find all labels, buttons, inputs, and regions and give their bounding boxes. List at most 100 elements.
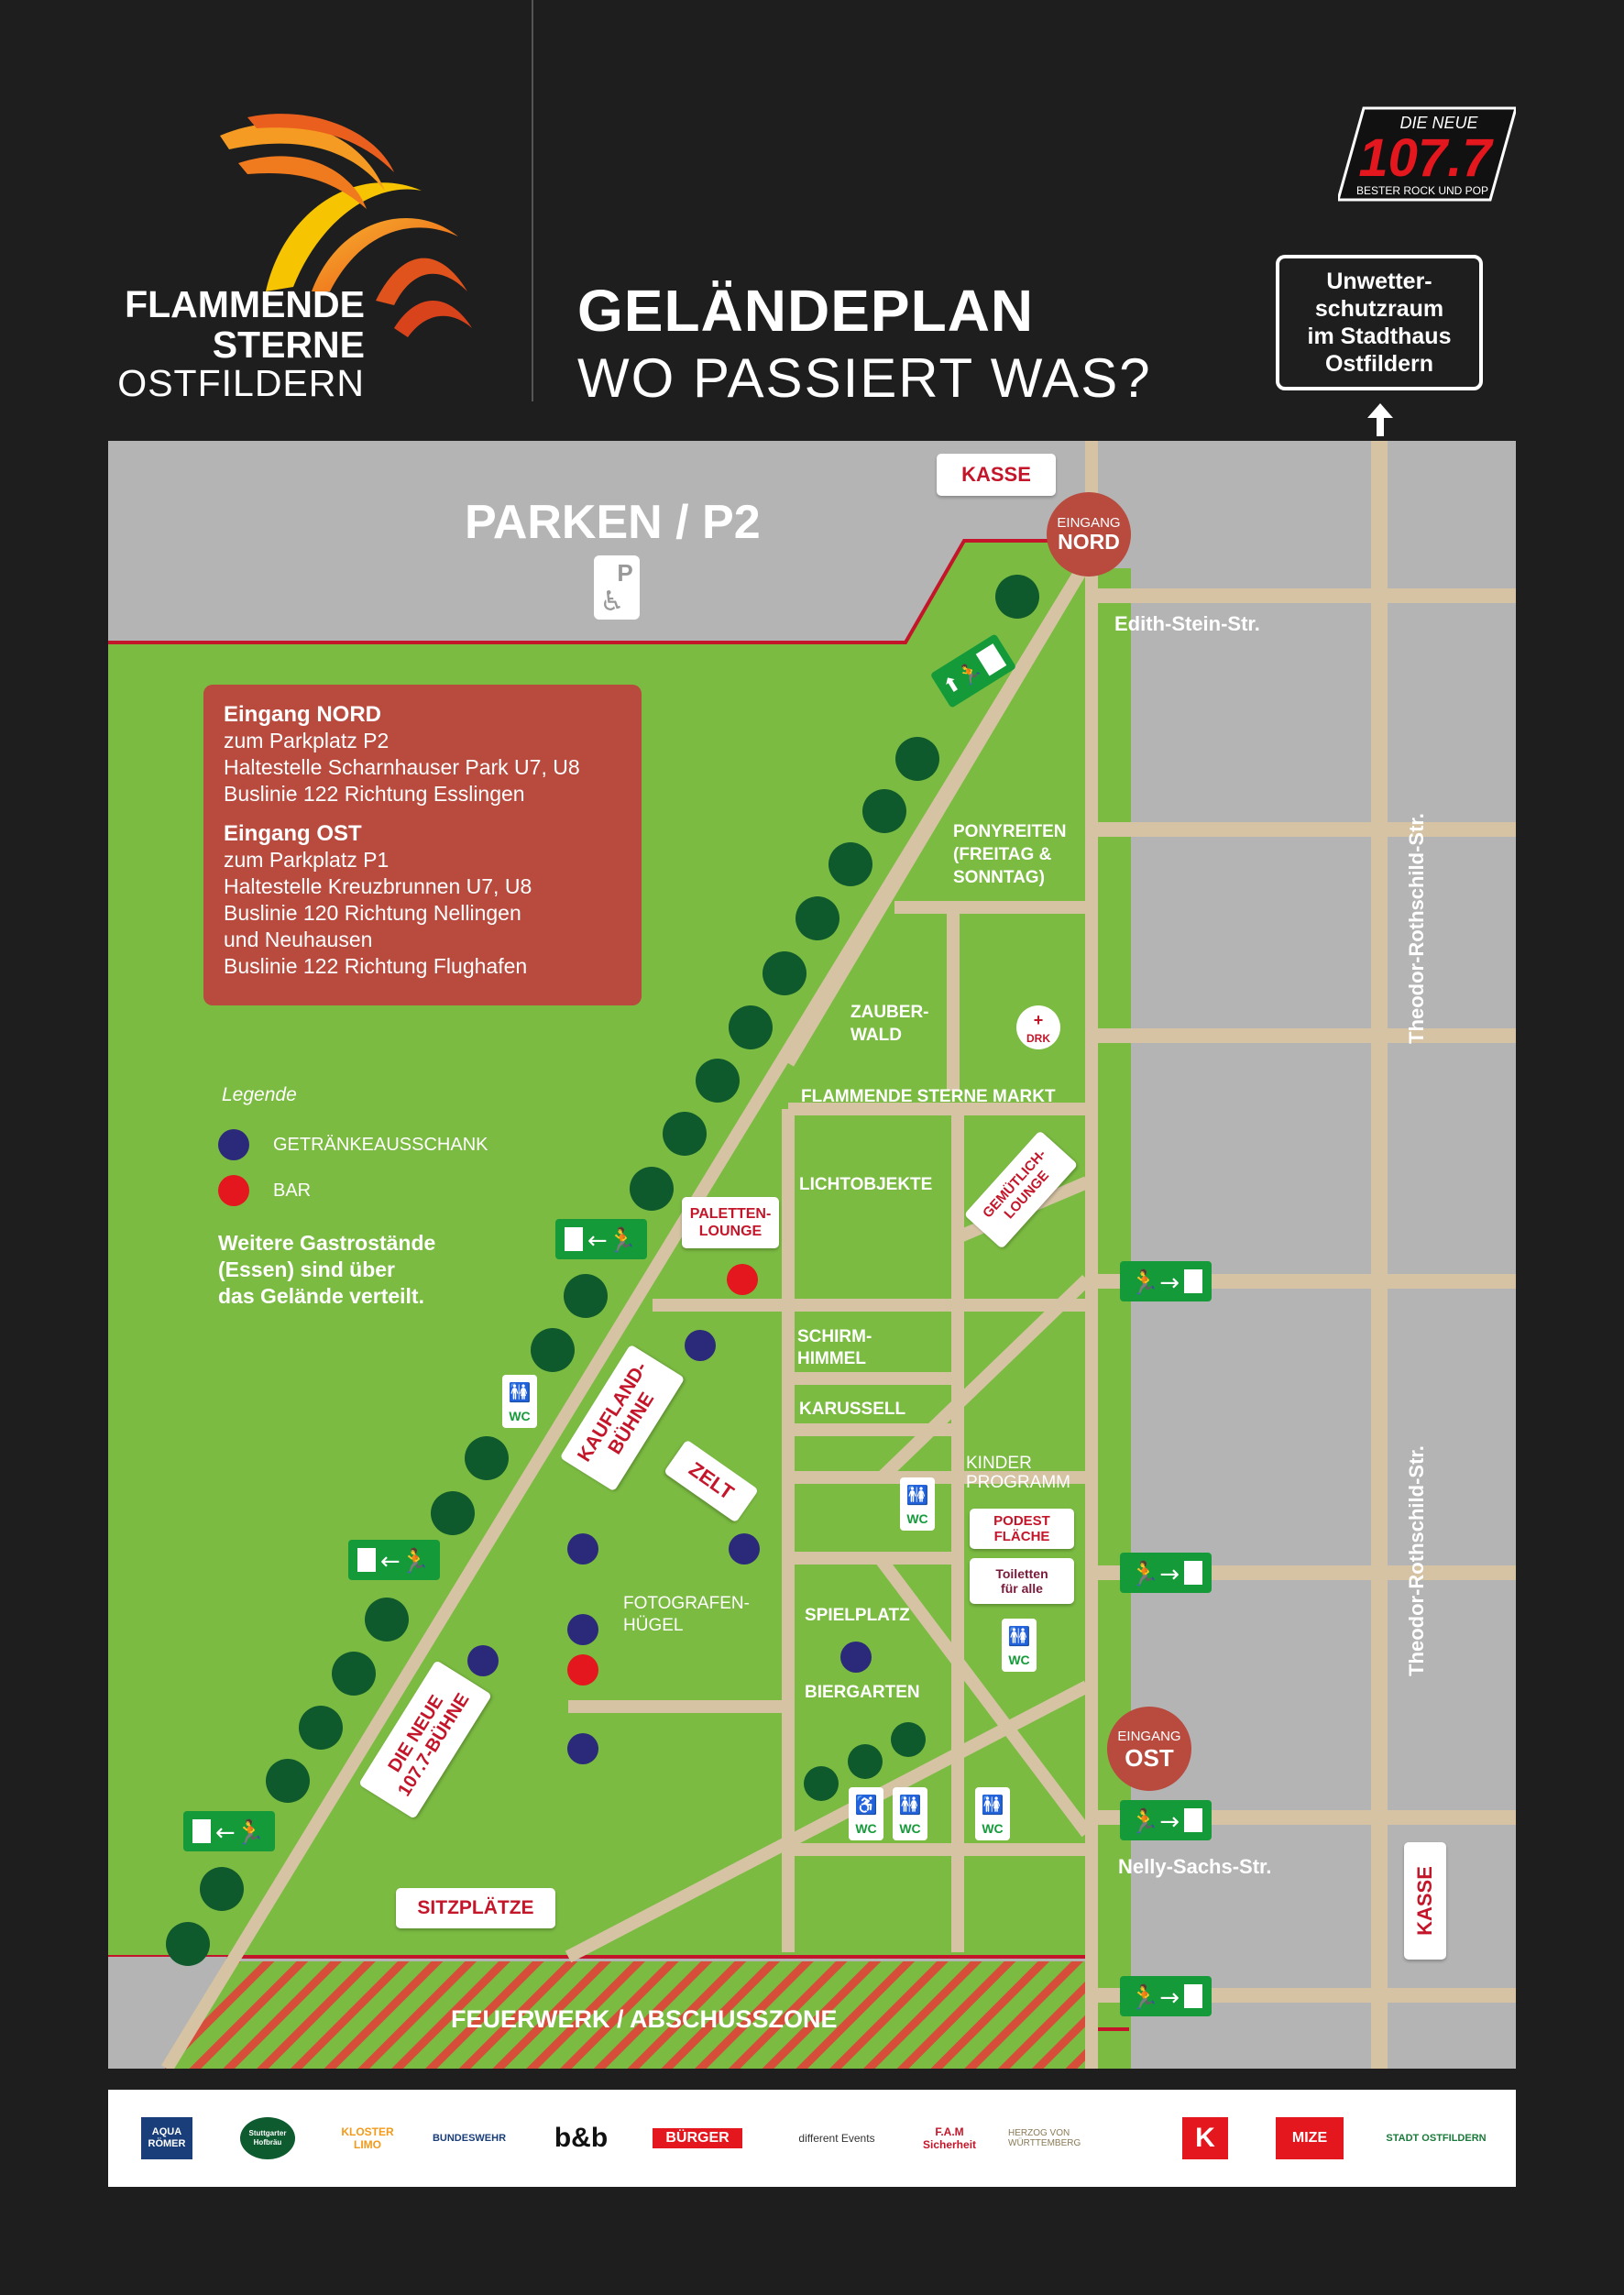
- entrance-north-small: EINGANG: [1057, 515, 1121, 531]
- svg-text:🏃→: 🏃→: [1130, 1807, 1180, 1836]
- wc-label: WC: [906, 1511, 927, 1526]
- legend-bar-dot: [218, 1175, 249, 1206]
- svg-text:🏃→: 🏃→: [1130, 1983, 1180, 2012]
- area-fotografenhuegel: FOTOGRAFEN- HÜGEL: [623, 1594, 750, 1635]
- wc-label: WC: [855, 1821, 876, 1836]
- area-biergarten: BIERGARTEN: [805, 1683, 920, 1702]
- svg-text:←🏃: ←🏃: [587, 1226, 637, 1255]
- sign-podest-flaeche: PODEST FLÄCHE: [970, 1509, 1074, 1549]
- svg-text:🏃→: 🏃→: [1130, 1560, 1180, 1588]
- sponsor-aqua-roemer: AQUA RÖMER: [141, 2117, 192, 2159]
- wc-label: WC: [899, 1821, 920, 1836]
- parking-sign-icon: P ♿: [594, 555, 640, 620]
- radio-top: DIE NEUE: [1399, 114, 1478, 132]
- toiletten-label: Toiletten für alle: [995, 1566, 1048, 1596]
- header-divider: [532, 0, 533, 401]
- info-east-line: und Neuhausen: [224, 928, 373, 951]
- info-north-line: zum Parkplatz P2: [224, 729, 390, 752]
- parking-letter: P: [617, 559, 632, 587]
- paletten-label: PALETTEN- LOUNGE: [689, 1206, 772, 1239]
- storm-shelter-sign: Unwetter- schutzraum im Stadthaus Ostfil…: [1276, 255, 1483, 390]
- sponsor-fam: F.A.M Sicherheit: [923, 2125, 977, 2151]
- sign-paletten-lounge: PALETTEN- LOUNGE: [682, 1197, 779, 1248]
- sponsor-different-events: different Events: [798, 2132, 875, 2145]
- info-east-head: Eingang OST: [224, 821, 362, 846]
- street-edith-stein: Edith-Stein-Str.: [1114, 612, 1260, 635]
- legend-drinks-dot: [218, 1129, 249, 1160]
- logo-line3: OSTFILDERN: [117, 362, 365, 404]
- area-schirmhimmel: SCHIRM- HIMMEL: [797, 1327, 872, 1368]
- grounds-boundary: [108, 539, 1092, 1959]
- kasse-top-label: KASSE: [961, 463, 1031, 486]
- festival-map: ⬆🏃 ←🏃 ←🏃 ←🏃 🏃→ 🏃→ 🏃→ 🏃→ 🚻WC 🚻WC 🚻WC ♿WC …: [108, 441, 1516, 2069]
- logo-text: FLAMMENDE STERNE: [108, 284, 365, 365]
- svg-text:🚻: 🚻: [982, 1794, 1004, 1816]
- info-east-line: zum Parkplatz P1: [224, 848, 390, 872]
- sponsor-bundeswehr: BUNDESWEHR: [432, 2133, 507, 2144]
- info-north-line: Buslinie 122 Richtung Esslingen: [224, 782, 525, 806]
- sponsor-bb: b&b: [554, 2123, 609, 2153]
- fireworks-label: FEUERWERK / ABSCHUSSZONE: [451, 2005, 838, 2033]
- festival-paths: [161, 557, 1093, 2069]
- area-ponyreiten: PONYREITEN (FREITAG & SONNTAG): [953, 822, 1067, 887]
- sponsor-herzog: HERZOG VON WÜRTTEMBERG: [1008, 2128, 1081, 2148]
- wc-label: WC: [982, 1821, 1003, 1836]
- sitzplaetze-label: SITZPLÄTZE: [417, 1897, 534, 1918]
- legend-title: Legende: [222, 1084, 297, 1105]
- svg-text:♿: ♿: [600, 586, 625, 618]
- info-east-line: Haltestelle Kreuzbrunnen U7, U8: [224, 874, 532, 898]
- sponsor-buerger: BÜRGER: [653, 2128, 742, 2148]
- sign-sitzplaetze: SITZPLÄTZE: [396, 1888, 555, 1928]
- logo-line2: STERNE: [212, 324, 365, 366]
- legend-note: Weitere Gastrostände (Essen) sind über d…: [218, 1231, 436, 1308]
- exit-sign: ⬆🏃: [931, 634, 1015, 708]
- sponsor-kaufland: K: [1182, 2117, 1228, 2159]
- street-theodor-2: Theodor-Rothschild-Str.: [1405, 1445, 1428, 1676]
- kasse-right-sign: KASSE: [1404, 1842, 1446, 1960]
- sponsor-mize: MIZE: [1276, 2117, 1344, 2159]
- exit-signs-east: 🏃→ 🏃→ 🏃→ 🏃→: [1120, 1261, 1212, 2016]
- page-subtitle: WO PASSIERT WAS?: [577, 347, 1152, 409]
- entrance-east-small: EINGANG: [1117, 1729, 1181, 1744]
- drk-icon: + DRK: [1016, 1005, 1060, 1049]
- legend-drinks-label: GETRÄNKEAUSSCHANK: [273, 1135, 488, 1155]
- wc-label: WC: [509, 1409, 530, 1423]
- svg-text:🚻: 🚻: [509, 1381, 532, 1403]
- logo-line1: FLAMMENDE: [125, 283, 365, 325]
- drk-label: DRK: [1026, 1032, 1050, 1045]
- svg-text:🚻: 🚻: [899, 1794, 922, 1816]
- area-karussell: KARUSSELL: [799, 1400, 906, 1419]
- info-east-line: Buslinie 120 Richtung Nellingen: [224, 901, 521, 925]
- sponsor-kloster-limo: KLOSTER LIMO: [341, 2125, 394, 2151]
- exit-signs-west: ←🏃 ←🏃 ←🏃: [183, 1219, 647, 1851]
- info-north-line: Haltestelle Scharnhauser Park U7, U8: [224, 755, 580, 779]
- area-zauberwald: ZAUBER- WALD: [850, 1003, 929, 1045]
- bar-stands: [567, 1264, 758, 1686]
- drinks-stands: [467, 1330, 872, 1764]
- flame-logo-icon: [220, 114, 472, 337]
- wc-icons: 🚻WC 🚻WC 🚻WC ♿WC 🚻WC 🚻WC: [502, 1375, 1037, 1840]
- sponsor-hofbraeu: Stuttgarter Hofbräu: [240, 2117, 295, 2159]
- wc-label: WC: [1008, 1653, 1029, 1667]
- svg-text:←🏃: ←🏃: [215, 1818, 265, 1847]
- entrance-north-label: NORD: [1058, 530, 1120, 554]
- page-title: GELÄNDEPLAN: [577, 278, 1035, 344]
- area-spielplatz: SPIELPLATZ: [805, 1606, 910, 1625]
- podest-label: PODEST FLÄCHE: [993, 1513, 1050, 1544]
- svg-text:🏃→: 🏃→: [1130, 1268, 1180, 1297]
- entrance-north-marker: [1047, 492, 1131, 576]
- entrance-info-box: Eingang NORD zum Parkplatz P2 Haltestell…: [203, 685, 642, 1005]
- svg-text:🚻: 🚻: [1008, 1625, 1031, 1647]
- storm-shelter-text: Unwetter- schutzraum im Stadthaus Ostfil…: [1307, 269, 1452, 377]
- fireworks-zone: [108, 1961, 1091, 2069]
- arrow-up-icon: [1367, 403, 1393, 436]
- kasse-right-label: KASSE: [1413, 1866, 1437, 1936]
- parking-title: PARKEN / P2: [465, 496, 761, 549]
- street-theodor-1: Theodor-Rothschild-Str.: [1405, 813, 1428, 1044]
- sign-toiletten-fuer-alle: Toiletten für alle: [970, 1558, 1074, 1604]
- tree-row: [166, 575, 1039, 1966]
- radio-logo: DIE NEUE 107.7 BESTER ROCK UND POP: [1338, 106, 1516, 202]
- area-lichtobjekte: LICHTOBJEKTE: [799, 1175, 933, 1194]
- kasse-top-sign: KASSE: [937, 454, 1056, 496]
- radio-freq: 107.7: [1358, 128, 1494, 188]
